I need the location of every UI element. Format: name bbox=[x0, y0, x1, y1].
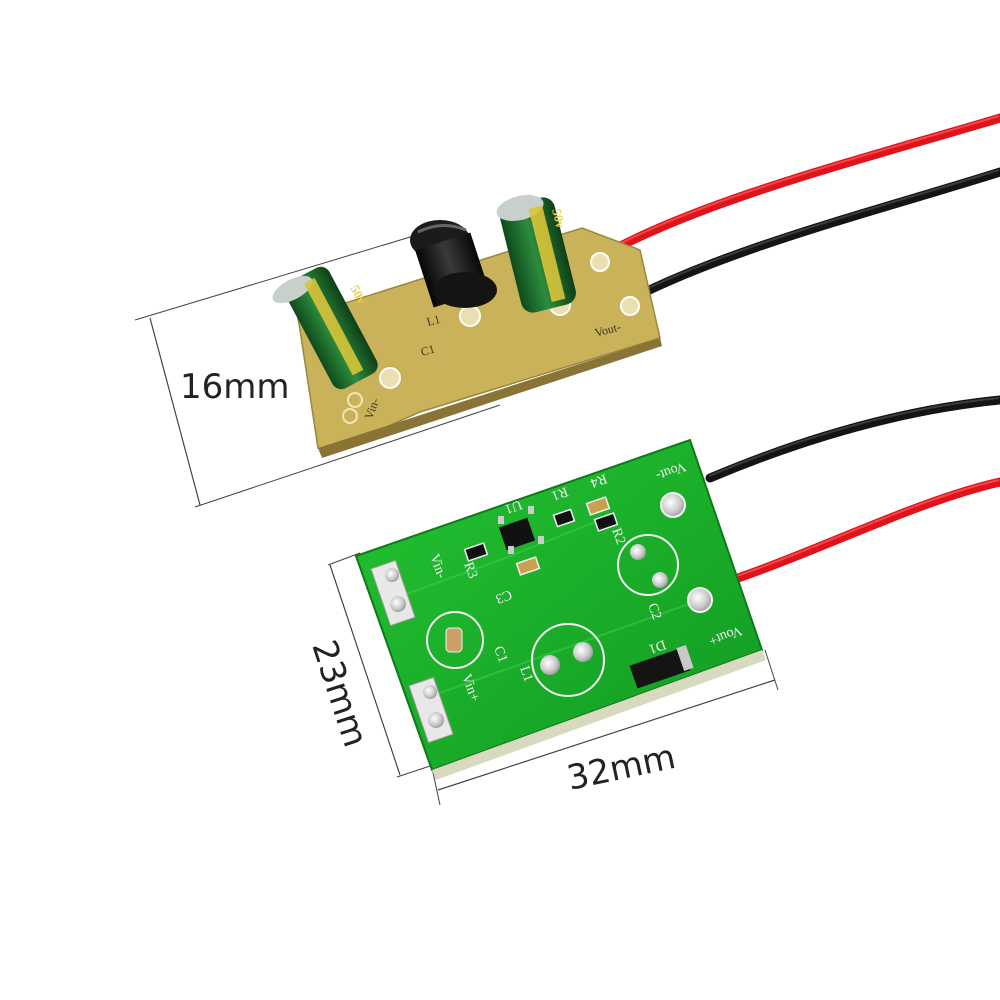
smd-r4 bbox=[585, 496, 619, 532]
smd-r1 bbox=[552, 508, 576, 528]
label-d1: D1 bbox=[647, 636, 668, 656]
top-board-wires bbox=[593, 113, 1000, 310]
label-l1: L1 bbox=[516, 664, 535, 684]
pad-vin-plus bbox=[408, 676, 454, 744]
bottom-board-wires bbox=[705, 395, 1000, 583]
footprint-c2 bbox=[617, 534, 679, 596]
top-label-c1: C1 bbox=[419, 342, 436, 359]
top-cap-rating-2: 50v bbox=[549, 207, 568, 230]
label-u1: U1 bbox=[503, 496, 524, 516]
footprint-c1 bbox=[426, 611, 484, 669]
pad-vout-plus bbox=[687, 587, 713, 613]
top-label-l1: L1 bbox=[425, 312, 442, 329]
chip-u1 bbox=[498, 506, 544, 554]
inductor-l1-top bbox=[410, 220, 497, 308]
label-r2: R2 bbox=[608, 526, 628, 546]
bottom-board: U1 R1 R4 R3 R2 C3 C2 C1 L1 D1 Vout- Vout… bbox=[354, 438, 766, 780]
pad-vin-minus bbox=[370, 559, 416, 627]
label-c2: C2 bbox=[644, 601, 664, 621]
label-r4: R4 bbox=[588, 470, 608, 490]
label-r3: R3 bbox=[460, 560, 480, 580]
top-label-vout-minus: Vout- bbox=[593, 320, 622, 340]
diode-d1 bbox=[629, 645, 694, 689]
dimension-label-16mm: 16mm bbox=[180, 367, 290, 407]
capacitor-c2-top: 50v bbox=[496, 194, 576, 313]
footprint-l1 bbox=[531, 623, 605, 697]
dimension-16mm: 16mm bbox=[134, 227, 501, 508]
label-r1: R1 bbox=[549, 483, 569, 503]
pad-vout-minus bbox=[660, 492, 686, 518]
capacitor-c1-top: 50v bbox=[272, 266, 378, 390]
dimension-label-32mm: 32mm bbox=[564, 737, 679, 799]
smd-c3 bbox=[515, 556, 541, 576]
label-c1: C1 bbox=[490, 644, 510, 664]
top-label-vin-minus: Vin- bbox=[362, 396, 382, 421]
dimension-label-23mm: 23mm bbox=[303, 635, 375, 752]
label-c3: C3 bbox=[493, 586, 513, 606]
smd-r3 bbox=[463, 542, 489, 562]
top-board: L1 C1 Vin- Vout- 50v 50v bbox=[272, 194, 662, 458]
